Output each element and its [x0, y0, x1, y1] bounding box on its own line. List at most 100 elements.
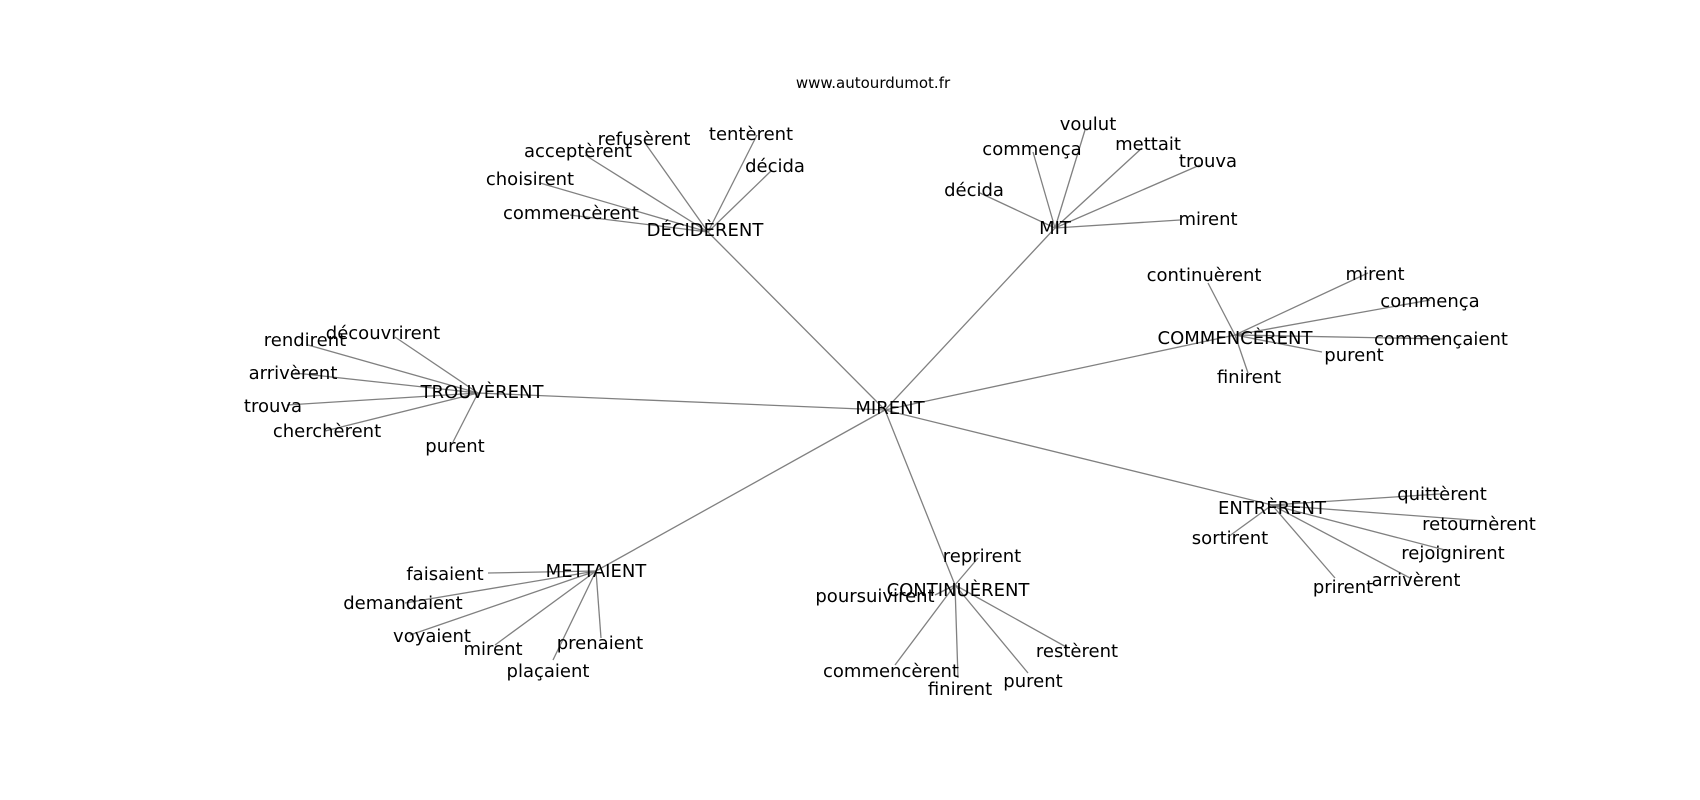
edge-deciderent-decida: [707, 169, 773, 233]
node-leaf-decida[interactable]: décida: [944, 180, 1004, 201]
node-leaf-tenterent[interactable]: tentèrent: [709, 124, 793, 145]
node-leaf-prenaient[interactable]: prenaient: [557, 633, 643, 654]
edge-deciderent-refuserent: [644, 142, 709, 233]
edge-root-mettaient: [595, 409, 886, 572]
node-hub-mit[interactable]: MIT: [1039, 218, 1072, 239]
edge-mettaient-mirent: [494, 570, 597, 646]
node-leaf-sortirent[interactable]: sortirent: [1192, 528, 1268, 549]
edge-entrerent-arriverent: [1271, 504, 1411, 579]
node-leaf-mirent[interactable]: mirent: [1345, 264, 1404, 285]
edge-root-commencerent: [884, 334, 1236, 411]
node-leaf-mirent[interactable]: mirent: [1178, 209, 1237, 230]
node-hub-commencerent[interactable]: COMMENCÈRENT: [1158, 327, 1314, 349]
edge-mit-voulut: [1054, 129, 1086, 229]
node-leaf-commencerent[interactable]: commencèrent: [503, 203, 639, 224]
node-leaf-rendirent[interactable]: rendirent: [264, 330, 346, 351]
edge-continuerent-commencerent: [894, 584, 956, 666]
edge-entrerent-sortirent: [1227, 504, 1273, 538]
edge-root-continuerent: [884, 409, 956, 586]
node-leaf-arriverent[interactable]: arrivèrent: [1372, 570, 1461, 591]
node-leaf-poursuivirent[interactable]: poursuivirent: [815, 586, 934, 607]
node-leaf-purent[interactable]: purent: [1324, 345, 1383, 366]
node-leaf-mirent[interactable]: mirent: [463, 639, 522, 660]
node-leaf-faisaient[interactable]: faisaient: [406, 564, 483, 585]
edge-root-trouverent: [477, 392, 886, 411]
node-leaf-accepterent[interactable]: acceptèrent: [524, 141, 632, 162]
node-leaf-voyaient[interactable]: voyaient: [393, 626, 471, 647]
node-root-mirent[interactable]: MIRENT: [855, 398, 925, 419]
node-leaf-commencaient[interactable]: commençaient: [1374, 329, 1508, 350]
node-leaf-purent[interactable]: purent: [425, 436, 484, 457]
node-hub-continuerent[interactable]: CONTINUÈRENT: [887, 579, 1031, 601]
node-leaf-commencerent[interactable]: commencèrent: [823, 661, 959, 682]
node-hub-deciderent[interactable]: DÉCIDÈRENT: [647, 219, 765, 241]
edge-deciderent-tenterent: [707, 134, 758, 233]
node-leaf-quitterent[interactable]: quittèrent: [1397, 484, 1487, 505]
edge-entrerent-quitterent: [1271, 493, 1441, 506]
edge-mit-trouva: [1054, 164, 1201, 229]
node-leaf-decouvrirent[interactable]: découvrirent: [326, 323, 440, 344]
graph-labels: MIRENT DÉCIDÈRENT refusèrent tentèrent accep…: [244, 114, 1536, 700]
edge-mit-mettait: [1054, 147, 1143, 229]
node-leaf-mettait[interactable]: mettait: [1115, 134, 1181, 155]
edge-continuerent-finirent: [954, 584, 959, 679]
edge-continuerent-resterent: [954, 584, 1069, 649]
edge-deciderent-commencerent: [569, 214, 709, 233]
node-leaf-commenca[interactable]: commença: [1380, 291, 1479, 312]
node-leaf-commenca[interactable]: commença: [982, 139, 1081, 160]
site-url-label: www.autourdumot.fr: [796, 74, 951, 92]
node-leaf-retournerent[interactable]: retournèrent: [1422, 514, 1536, 535]
edge-commencerent-finirent: [1234, 334, 1249, 374]
edge-mettaient-demandaient: [404, 570, 597, 604]
node-leaf-demandaient[interactable]: demandaient: [343, 593, 462, 614]
edge-commencerent-commencaient: [1234, 334, 1446, 340]
node-leaf-resterent[interactable]: restèrent: [1036, 641, 1118, 662]
edge-root-mit: [884, 227, 1056, 411]
node-leaf-finirent[interactable]: finirent: [928, 679, 992, 700]
edge-commencerent-continuerent: [1207, 282, 1236, 336]
edge-commencerent-purent: [1234, 334, 1323, 353]
edge-continuerent-poursuivirent: [934, 584, 956, 596]
node-hub-mettaient[interactable]: METTAIENT: [546, 561, 648, 582]
edge-mit-mirent: [1054, 219, 1181, 229]
edge-entrerent-prirent: [1271, 504, 1336, 579]
edge-trouverent-trouva: [286, 392, 479, 406]
edge-deciderent-accepterent: [584, 154, 709, 233]
edge-mit-decida: [979, 192, 1056, 229]
node-leaf-trouva[interactable]: trouva: [1179, 151, 1237, 172]
node-leaf-purent[interactable]: purent: [1003, 671, 1062, 692]
node-leaf-rejoignirent[interactable]: rejoignirent: [1401, 543, 1504, 564]
edge-mettaient-voyaient: [409, 570, 597, 636]
edge-trouverent-purent: [452, 392, 479, 443]
edge-entrerent-rejoignirent: [1271, 504, 1446, 551]
edge-root-deciderent: [707, 231, 886, 411]
edge-commencerent-commenca: [1234, 299, 1431, 336]
edge-trouverent-rendirent: [307, 344, 479, 394]
edge-continuerent-reprirent: [954, 557, 979, 586]
edge-continuerent-purent: [954, 584, 1029, 674]
node-leaf-prirent[interactable]: prirent: [1313, 577, 1373, 598]
node-leaf-finirent[interactable]: finirent: [1217, 367, 1281, 388]
node-leaf-trouva[interactable]: trouva: [244, 396, 302, 417]
node-leaf-refuserent[interactable]: refusèrent: [598, 129, 691, 150]
edge-mettaient-prenaient: [595, 570, 602, 639]
node-leaf-reprirent[interactable]: reprirent: [943, 546, 1021, 567]
node-leaf-arriverent[interactable]: arrivèrent: [249, 363, 338, 384]
edge-trouverent-decouvrirent: [394, 336, 479, 394]
edge-mit-commenca: [1032, 151, 1056, 229]
node-leaf-decida[interactable]: décida: [745, 156, 805, 177]
edge-deciderent-choisirent: [539, 182, 709, 233]
edge-trouverent-arriverent: [294, 372, 479, 394]
edge-commencerent-mirent: [1234, 272, 1369, 336]
node-leaf-voulut[interactable]: voulut: [1060, 114, 1117, 135]
node-leaf-chercherent[interactable]: cherchèrent: [273, 421, 381, 442]
node-hub-entrerent[interactable]: ENTRÈRENT: [1218, 497, 1327, 519]
node-leaf-continuerent[interactable]: continuèrent: [1147, 265, 1262, 286]
edge-entrerent-retournerent: [1271, 504, 1486, 522]
edge-mettaient-faisaient: [487, 570, 597, 574]
node-leaf-choisirent[interactable]: choisirent: [486, 169, 574, 190]
edge-trouverent-chercherent: [324, 392, 479, 432]
node-leaf-placaient[interactable]: plaçaient: [507, 661, 590, 682]
node-hub-trouverent[interactable]: TROUVÈRENT: [420, 381, 545, 403]
